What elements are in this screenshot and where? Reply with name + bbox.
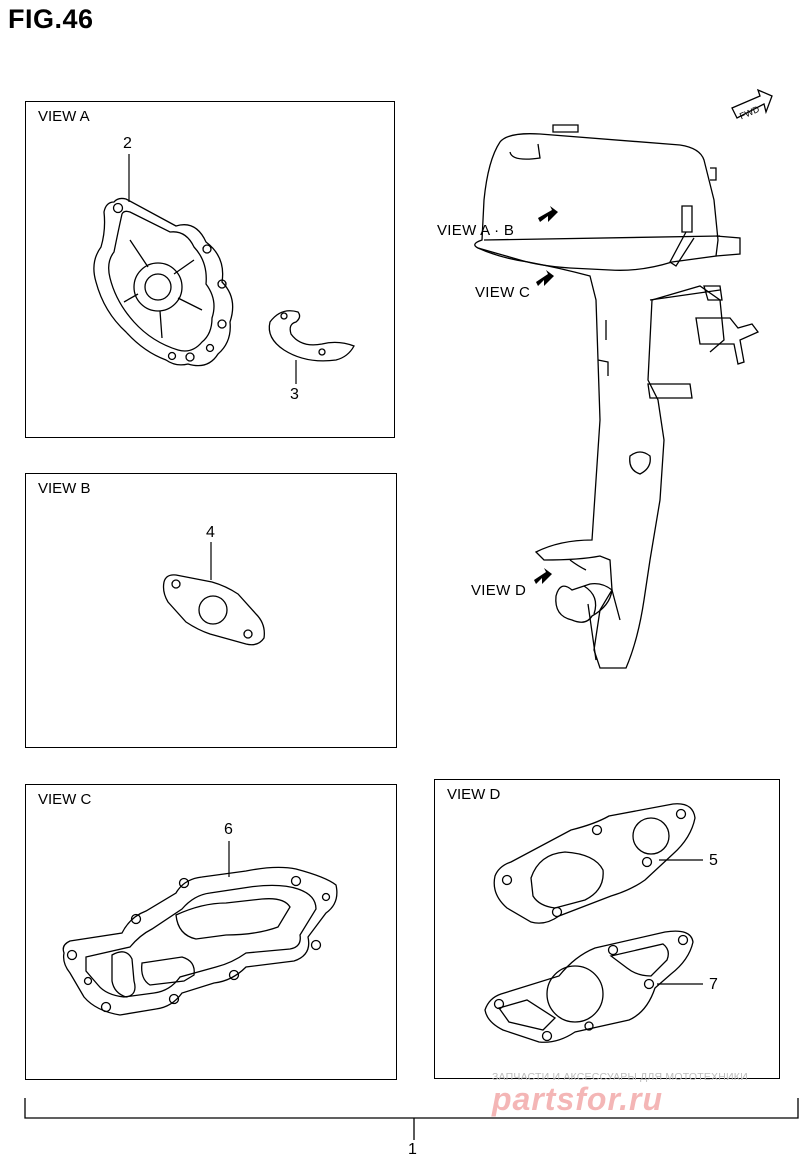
view-b-panel: VIEW B 4	[25, 473, 397, 748]
view-ab-pointer-arrow	[538, 206, 558, 222]
view-d-pointer-label: VIEW D	[471, 582, 527, 599]
part-callout-6: 6	[224, 821, 233, 838]
part-callout-1: 1	[408, 1141, 417, 1158]
watermark-logo: partsfor.ru	[492, 1081, 664, 1117]
view-c-pointer-arrow	[536, 270, 554, 286]
gasket-part-4	[162, 574, 265, 646]
motor-body	[474, 124, 760, 669]
view-c-drawing	[62, 841, 338, 1016]
view-d-panel: VIEW D 5 7	[434, 779, 780, 1079]
view-ab-pointer-label: VIEW A · B	[437, 222, 515, 239]
gasket-part-5	[493, 803, 703, 924]
view-d-label: VIEW D	[447, 786, 501, 803]
view-b-drawing	[162, 542, 265, 646]
fwd-label: FWD	[738, 104, 761, 122]
gasket-part-7	[484, 930, 703, 1043]
part-callout-2: 2	[123, 135, 132, 152]
assembly-bracket	[24, 1098, 799, 1140]
part-callout-4: 4	[206, 524, 215, 541]
part-callout-3: 3	[290, 386, 299, 403]
view-c-pointer-label: VIEW C	[475, 284, 531, 301]
view-a-drawing	[93, 154, 355, 384]
view-c-panel: VIEW C 6	[25, 784, 397, 1080]
fwd-arrow-icon	[731, 88, 773, 119]
view-a-label: VIEW A	[38, 108, 90, 125]
view-a-panel: VIEW A 2 3	[25, 101, 395, 438]
part-callout-5: 5	[709, 852, 718, 869]
watermark-tagline: ЗАПЧАСТИ И АКСЕССУАРЫ ДЛЯ МОТОТЕХНИКИ	[492, 1071, 748, 1083]
view-c-label: VIEW C	[38, 791, 92, 808]
view-d-drawing	[484, 803, 703, 1043]
figure-title: FIG.46	[8, 4, 94, 34]
view-d-pointer-arrow	[534, 568, 552, 584]
gasket-part-2	[93, 197, 234, 367]
gasket-part-3	[268, 310, 355, 362]
view-b-label: VIEW B	[38, 480, 91, 497]
gasket-part-6	[62, 866, 338, 1016]
part-callout-7: 7	[709, 976, 718, 993]
